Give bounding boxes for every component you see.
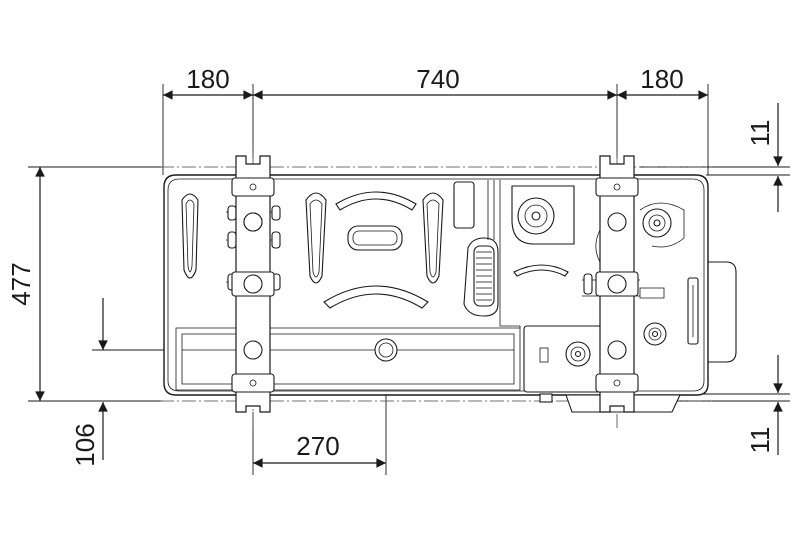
dim-11-bottom: 11: [745, 427, 775, 454]
dim-180-right: 180: [640, 64, 683, 94]
dim-180-left: 180: [186, 64, 229, 94]
dim-477: 477: [6, 262, 36, 305]
right-bracket: [595, 155, 639, 413]
dim-740: 740: [416, 64, 459, 94]
dim-270: 270: [296, 431, 339, 461]
dimension-lines: [35, 90, 783, 468]
dim-11-top: 11: [745, 120, 775, 147]
left-bracket: [231, 155, 275, 413]
dim-106: 106: [70, 423, 100, 466]
tub-features: [175, 180, 685, 393]
